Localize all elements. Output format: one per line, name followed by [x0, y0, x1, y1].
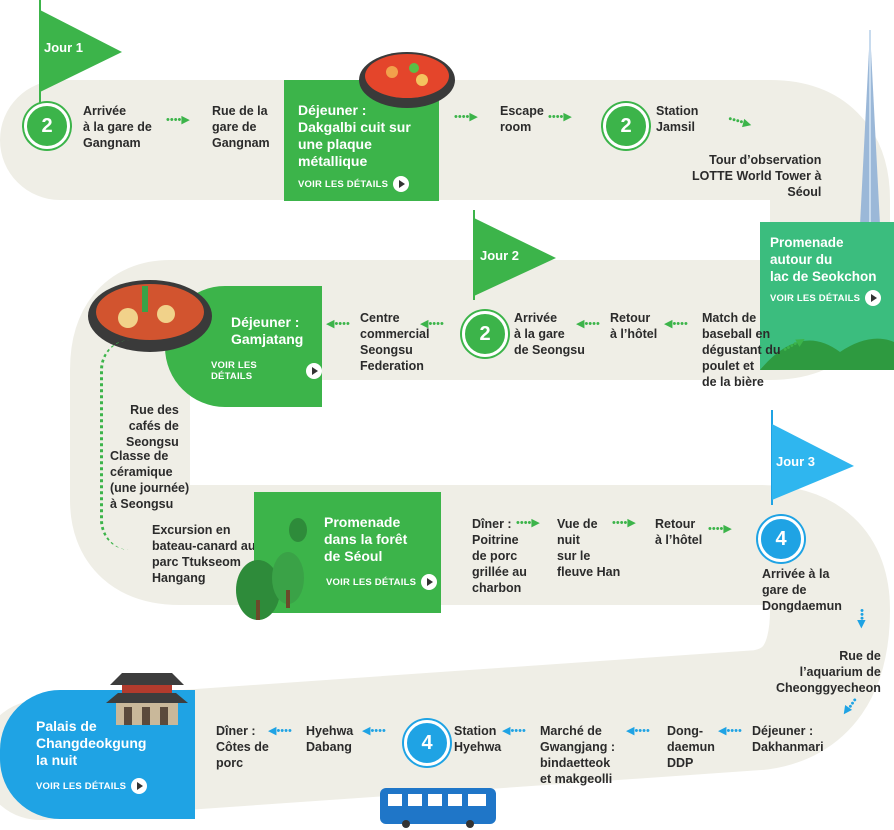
card-seokchon-title: Promenade autour du lac de Seokchon — [770, 235, 877, 284]
stop-seongsu-cafe-street: Rue des cafés de Seongsu — [126, 403, 179, 449]
play-icon — [131, 778, 148, 794]
stop-gwangjang-market: Marché de Gwangjang : bindaetteok et mak… — [540, 724, 615, 786]
stop-return-hotel: Retour à l’hôtel — [610, 311, 658, 341]
day1-number-badge: 2 — [24, 103, 70, 149]
flag-day2-icon — [473, 210, 556, 300]
card-dakgalbi-title: Déjeuner : Dakgalbi cuit sur une plaque … — [298, 102, 411, 169]
dotted-arrow-icon: ◀•••• — [362, 725, 386, 737]
dotted-arrow-icon: ◀•••• — [268, 725, 292, 737]
stop-ddp: Dong- daemun DDP — [667, 724, 715, 770]
day1-jamsil-badge: 2 — [603, 103, 649, 149]
stop-seongsu-federation: Centre commercial Seongsu Federation — [360, 311, 430, 373]
stop-ceramic-class: Classe de céramique (une journée) à Seon… — [110, 449, 190, 511]
dotted-arrow-icon: ◀•••• — [718, 725, 742, 737]
card-gamjatang-title: Déjeuner : Gamjatang — [231, 314, 304, 347]
dotted-arrow-icon: ••••▶ — [548, 111, 572, 123]
play-icon — [865, 290, 882, 306]
dotted-arrow-icon: ◀•••• — [326, 318, 350, 330]
day2-number-badge: 2 — [462, 311, 508, 357]
play-icon — [421, 574, 438, 590]
card-forest-details-link[interactable]: VOIR LES DÉTAILS — [326, 574, 438, 590]
card-seokchon-lake[interactable]: Promenade autour du lac de Seokchon VOIR… — [760, 222, 894, 370]
dotted-path-left-icon — [100, 340, 133, 550]
flag-day1-icon — [39, 0, 122, 110]
flag-day3-label: Jour 3 — [776, 454, 816, 469]
day3-hyehwa-badge: 4 — [404, 720, 450, 766]
stop-hyehwa-station: Station Hyehwa — [454, 724, 502, 754]
stop-han-river-night: Vue de nuit sur le fleuve Han — [557, 517, 621, 579]
dotted-arrow-icon: ••••▶ — [454, 111, 478, 123]
card-seoul-forest-title: Promenade dans la forêt de Séoul — [324, 514, 408, 564]
dotted-arrow-icon: •••▶ — [855, 608, 868, 629]
stop-hyehwa-dabang: Hyehwa Dabang — [306, 724, 354, 754]
dotted-arrow-icon: ••••▶ — [612, 517, 636, 529]
stop-lotte-tower: Tour d’observation LOTTE World Tower à S… — [692, 153, 822, 199]
flag-day2-label: Jour 2 — [480, 248, 520, 263]
dotted-arrow-icon: ◀•••• — [502, 725, 526, 737]
stop-baseball-game: Match de baseball en dégustant du poulet… — [702, 311, 781, 389]
stop-escape-room: Escape room — [500, 104, 544, 134]
stop-gangnam-street: Rue de la gare de Gangnam — [212, 104, 270, 150]
gamjatang-pot-icon — [88, 280, 212, 352]
card-changdeokgung-title: Palais de Changdeokgung la nuit — [36, 718, 147, 768]
card-dakgalbi-details-link[interactable]: VOIR LES DÉTAILS — [298, 176, 410, 192]
stop-pork-ribs-dinner: Dîner : Côtes de porc — [216, 724, 269, 770]
stop-jamsil-station: Station Jamsil — [656, 104, 699, 134]
dotted-arrow-icon: ◀•••• — [626, 725, 650, 737]
dotted-arrow-icon: ◀•••• — [664, 318, 688, 330]
dakgalbi-pan-icon — [359, 52, 455, 108]
stop-seongsu-arrival: Arrivée à la gare de Seongsu — [514, 311, 585, 357]
palace-icon — [106, 673, 188, 725]
trees-icon — [236, 518, 307, 620]
flag-day1-label: Jour 1 — [44, 40, 84, 55]
card-changdeokgung-details-link[interactable]: VOIR LES DÉTAILS — [36, 778, 148, 794]
hills-icon — [760, 338, 894, 370]
dotted-arrow-icon: ◀•••• — [420, 318, 444, 330]
card-gamjatang-details-link[interactable]: VOIR LES DÉTAILS — [211, 360, 322, 382]
stop-pork-belly-dinner: Dîner : Poitrine de porc grillée au char… — [472, 517, 527, 595]
card-seokchon-details-link[interactable]: VOIR LES DÉTAILS — [770, 290, 882, 306]
dotted-arrow-icon: ◀•••• — [576, 318, 600, 330]
flag-day3-icon — [771, 410, 854, 505]
bus-icon — [380, 788, 496, 828]
stop-duck-boat: Excursion en bateau-canard au parc Ttuks… — [152, 523, 256, 585]
day3-number-badge: 4 — [758, 516, 804, 562]
play-icon — [393, 176, 410, 192]
dotted-arrow-icon: ••••▶ — [516, 517, 540, 529]
stop-dakhanmari-lunch: Déjeuner : Dakhanmari — [752, 724, 824, 754]
stop-cheonggyecheon: Rue de l’aquarium de Cheonggyecheon — [776, 649, 881, 695]
stop-gangnam-arrival: Arrivée à la gare de Gangnam — [83, 104, 152, 150]
stop-return-hotel-2: Retour à l’hôtel — [655, 517, 703, 547]
dotted-arrow-icon: ••••▶ — [708, 523, 732, 535]
dotted-arrow-icon: ••••▶ — [166, 114, 190, 126]
lotte-tower-icon — [860, 30, 880, 225]
play-icon — [306, 363, 322, 379]
stop-dongdaemun-arrival: Arrivée à la gare de Dongdaemun — [762, 567, 842, 613]
